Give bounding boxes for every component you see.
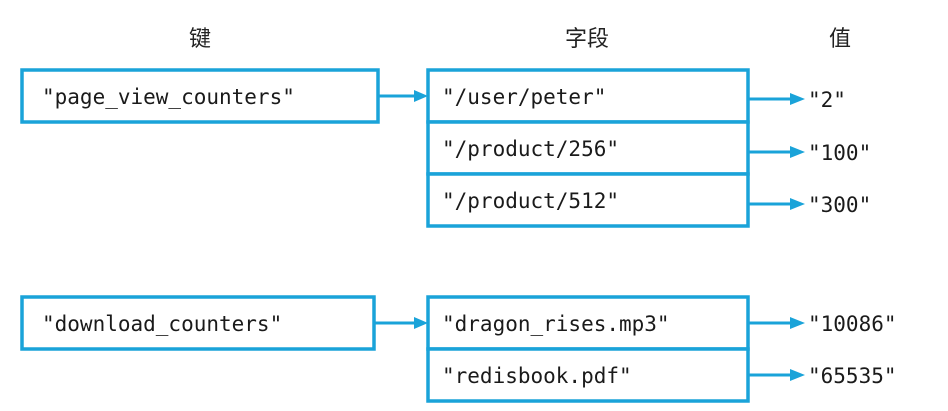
value-label-dragon-rises: "10086" [808, 312, 897, 336]
field-label-redisbook: "redisbook.pdf" [442, 364, 632, 388]
field-box-product-512 [426, 172, 750, 228]
field-label-product-256: "/product/256" [442, 137, 619, 161]
key-arrowhead-download-counters [414, 317, 428, 329]
key-label-page-view-counters: "page_view_counters" [42, 85, 295, 109]
field-box-redisbook [426, 347, 750, 403]
value-label-product-512: "300" [808, 193, 871, 217]
value-column-header: 值 [829, 27, 851, 52]
field-label-product-512: "/product/512" [442, 189, 619, 213]
field-column-header: 字段 [565, 27, 609, 52]
value-arrowhead-product-256 [790, 146, 805, 158]
value-label-user-peter: "2" [808, 88, 846, 112]
key-box-page-view-counters [20, 68, 380, 124]
field-label-dragon-rises: "dragon_rises.mp3" [442, 312, 670, 336]
value-label-redisbook: "65535" [808, 364, 897, 388]
value-label-product-256: "100" [808, 141, 871, 165]
field-box-user-peter [426, 68, 750, 124]
value-arrowhead-dragon-rises [790, 317, 805, 329]
value-arrowhead-redisbook [790, 369, 805, 381]
key-column-header: 键 [189, 27, 211, 52]
field-label-user-peter: "/user/peter" [442, 85, 606, 109]
key-label-download-counters: "download_counters" [42, 312, 282, 336]
value-arrowhead-product-512 [790, 198, 805, 210]
key-arrowhead-page-view-counters [414, 90, 428, 102]
value-arrowhead-user-peter [790, 93, 805, 105]
field-box-product-256 [426, 120, 750, 176]
